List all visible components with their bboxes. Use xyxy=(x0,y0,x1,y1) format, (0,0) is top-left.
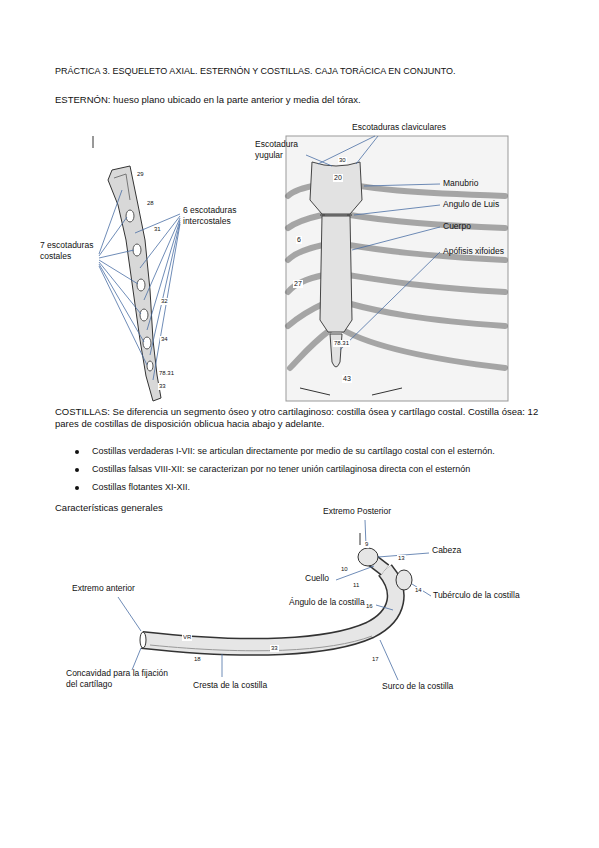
leader-lines xyxy=(99,136,440,380)
text-label: 6 escotaduras intercostales xyxy=(183,205,253,226)
text-label: Cuello xyxy=(305,573,329,584)
callout-number: VR xyxy=(182,634,192,641)
callout-number: 13 xyxy=(397,555,406,562)
callout-number: 31 xyxy=(153,226,162,233)
callout-number: 10 xyxy=(340,566,349,573)
callout-number: 11 xyxy=(352,582,360,589)
callout-number: 43 xyxy=(342,375,352,383)
callout-number: 27 xyxy=(293,280,303,288)
text-label: Ángulo de la costilla xyxy=(289,597,365,608)
text-label: Extremo Posterior xyxy=(323,506,391,517)
page-title: PRÁCTICA 3. ESQUELETO AXIAL. ESTERNÓN Y … xyxy=(55,66,575,77)
callout-number: 78.31 xyxy=(158,370,175,377)
callout-number: 9 xyxy=(364,541,369,548)
callout-number: 34 xyxy=(160,336,169,343)
text-label: Surco de la costilla xyxy=(382,681,453,692)
text-label: ESTERNÓN: hueso plano ubicado en la part… xyxy=(55,94,575,106)
text-label: Manubrio xyxy=(443,178,478,189)
callout-number: 18 xyxy=(193,656,202,663)
text-label: Cuerpo xyxy=(443,221,471,232)
callout-number: 28 xyxy=(146,200,155,207)
sternum-lateral xyxy=(93,136,161,401)
text-label: Extremo anterior xyxy=(72,583,135,594)
text-label: Costillas verdaderas I-VII: se articulan… xyxy=(92,446,572,457)
thorax-front xyxy=(286,136,508,401)
text-label: Escotaduras claviculares xyxy=(352,122,446,133)
callout-number: 14 xyxy=(414,587,423,594)
callout-number: 20 xyxy=(333,174,343,182)
callout-number: 32 xyxy=(160,298,169,305)
callout-number: 33 xyxy=(270,645,279,652)
callout-number: 6 xyxy=(296,236,302,244)
text-label: Cabeza xyxy=(432,545,461,556)
text-label: COSTILLAS: Se diferencia un segmento óse… xyxy=(55,406,555,430)
text-label: Concavidad para la fijación del cartílag… xyxy=(66,668,176,689)
text-label: Tubérculo de la costilla xyxy=(433,590,520,601)
text-label: Apófisis xifoides xyxy=(443,246,504,257)
text-label: Costillas falsas VIII-XII: se caracteriz… xyxy=(92,464,572,475)
callout-number: 30 xyxy=(338,157,347,164)
callout-number: 33 xyxy=(158,383,167,390)
callout-number: 17 xyxy=(371,656,380,663)
callout-number: 16 xyxy=(365,603,374,610)
callout-number: 78.31 xyxy=(333,340,350,347)
rib-leader-lines xyxy=(118,520,431,680)
text-label: Cresta de la costilla xyxy=(193,680,267,691)
text-label: Angulo de Luis xyxy=(443,199,499,210)
text-label: 7 escotaduras costales xyxy=(40,240,98,261)
text-label: Escotadura yugular xyxy=(255,139,305,160)
text-label: Características generales xyxy=(55,502,163,514)
rib-illustration xyxy=(140,533,412,651)
callout-number: 29 xyxy=(136,171,145,178)
bullet-dots xyxy=(75,450,79,490)
text-label: Costillas flotantes XI-XII. xyxy=(92,482,190,493)
